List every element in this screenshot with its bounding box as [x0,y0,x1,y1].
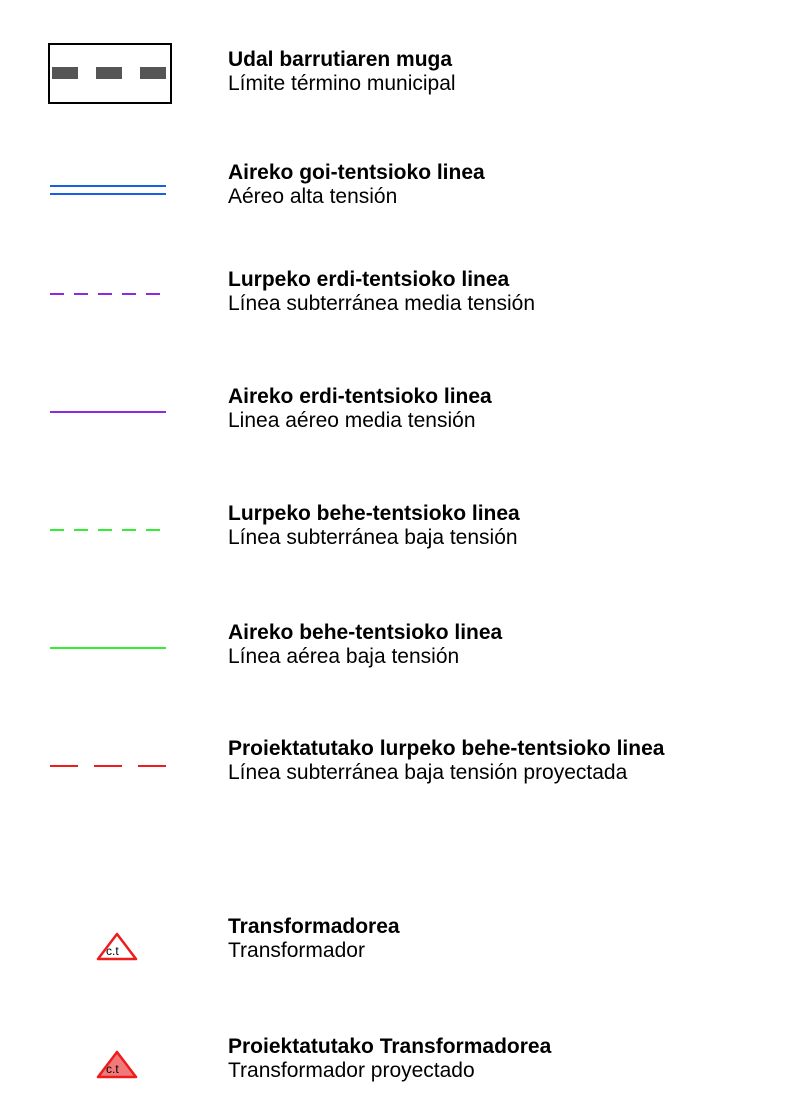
municipal-boundary-symbol [0,43,200,104]
legend-title-spanish: Aéreo alta tensión [228,185,398,208]
projected-transformer-symbol-text: c.t [106,1062,119,1076]
legend-title-basque: Lurpeko erdi-tentsioko linea [228,268,510,291]
legend-label: Transformadorea Transformador [228,915,788,963]
legend-item-projected-underground-low-voltage: Proiektatutako lurpeko behe-tentsioko li… [0,733,797,793]
legend-label: Lurpeko behe-tentsioko linea Línea subte… [228,502,788,550]
legend-title-spanish: Linea aéreo media tensión [228,409,476,432]
legend-label: Proiektatutako Transformadorea Transform… [228,1035,788,1083]
legend-title-spanish: Transformador proyectado [228,1059,475,1082]
legend-title-basque: Lurpeko behe-tentsioko linea [228,502,520,525]
legend-title-basque: Proiektatutako lurpeko behe-tentsioko li… [228,737,665,760]
legend-title-basque: Aireko erdi-tentsioko linea [228,385,492,408]
solid-purple-line-symbol [0,381,200,441]
legend-label: Lurpeko erdi-tentsioko linea Línea subte… [228,268,788,316]
transformer-symbol-text: c.t [106,944,119,958]
legend-title-spanish: Línea subterránea media tensión [228,292,536,315]
legend-title-spanish: Transformador [228,939,365,962]
legend-title-basque: Aireko behe-tentsioko linea [228,621,503,644]
legend-title-spanish: Línea subterránea baja tensión [228,526,518,549]
legend-title-basque: Udal barrutiaren muga [228,48,453,71]
legend-label: Udal barrutiaren muga Límite término mun… [228,48,788,96]
legend-item-projected-transformer: c.t Proiektatutako Transformadorea Trans… [0,1031,797,1091]
legend-label: Aireko goi-tentsioko linea Aéreo alta te… [228,161,788,209]
legend-title-basque: Transformadorea [228,915,400,938]
legend-title-spanish: Línea aérea baja tensión [228,645,460,668]
legend-title-basque: Aireko goi-tentsioko linea [228,161,485,184]
legend-item-underground-low-voltage: Lurpeko behe-tentsioko linea Línea subte… [0,498,797,558]
legend-label: Proiektatutako lurpeko behe-tentsioko li… [228,737,788,785]
long-dashed-red-line-symbol [0,733,200,793]
legend-label: Aireko behe-tentsioko linea Línea aérea … [228,621,788,669]
transformer-triangle-icon: c.t [0,911,200,971]
dashed-green-line-symbol [0,498,200,558]
legend-item-transformer: c.t Transformadorea Transformador [0,911,797,971]
legend-item-underground-medium-voltage: Lurpeko erdi-tentsioko linea Línea subte… [0,264,797,324]
projected-transformer-triangle-icon: c.t [0,1031,200,1091]
legend-title-basque: Proiektatutako Transformadorea [228,1035,552,1058]
legend-item-municipal-boundary: Udal barrutiaren muga Límite término mun… [0,43,797,104]
legend-title-spanish: Límite término municipal [228,72,456,95]
double-blue-line-symbol [0,157,200,217]
solid-green-line-symbol [0,617,200,677]
legend-item-aerial-medium-voltage: Aireko erdi-tentsioko linea Linea aéreo … [0,381,797,441]
legend-item-aerial-high-voltage: Aireko goi-tentsioko linea Aéreo alta te… [0,157,797,217]
legend-title-spanish: Línea subterránea baja tensión proyectad… [228,761,628,784]
legend-label: Aireko erdi-tentsioko linea Linea aéreo … [228,385,788,433]
dashed-purple-line-symbol [0,264,200,324]
legend-item-aerial-low-voltage: Aireko behe-tentsioko linea Línea aérea … [0,617,797,677]
